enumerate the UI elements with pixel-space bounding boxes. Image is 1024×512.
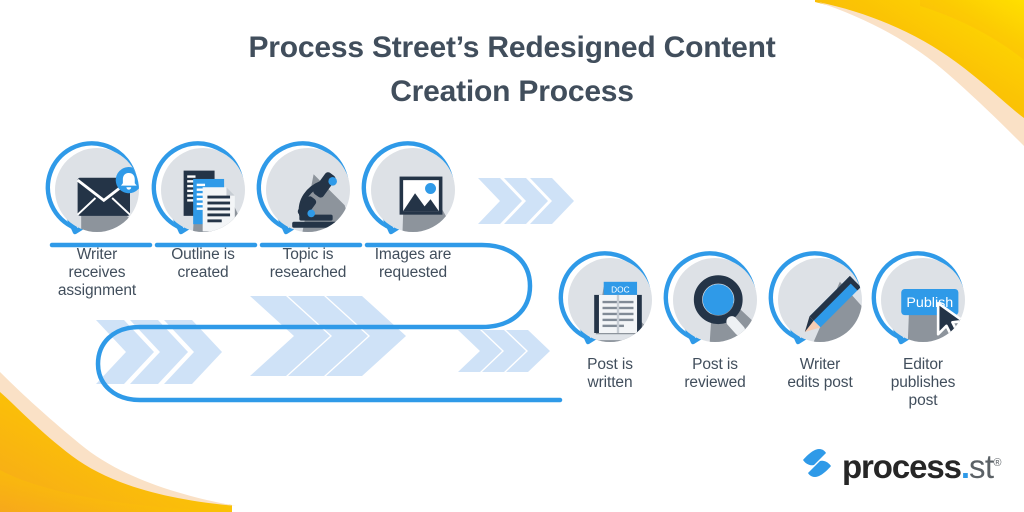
caption-line: receives: [68, 264, 126, 282]
step-images-are-requested[interactable]: Images are requested: [338, 140, 488, 282]
step-post-is-reviewed[interactable]: Post is reviewed: [640, 250, 790, 392]
logo-suffix: st: [968, 448, 994, 485]
step-disc: [161, 148, 245, 232]
chevron-group-band-left: [96, 320, 222, 384]
logo-dot: .: [960, 448, 970, 485]
caption-line: reviewed: [684, 374, 746, 392]
caption-line: Writer: [799, 356, 841, 373]
doc-tag-label: DOC: [611, 285, 630, 295]
step-caption: Writer edits post: [745, 356, 895, 392]
step-caption: Outline is created: [128, 246, 278, 282]
step-writer-receives-assignment[interactable]: Writer receives assignment: [22, 140, 172, 300]
step-ring: [663, 250, 765, 350]
step-caption: Topic is researched: [233, 246, 383, 282]
caption-line: created: [177, 264, 229, 282]
step-writer-edits-post[interactable]: Writer edits post: [745, 250, 895, 392]
caption-line: post: [908, 392, 938, 410]
caption-line: Post is: [692, 356, 738, 373]
step-disc: [55, 148, 139, 232]
step-caption: Writer receives assignment: [22, 246, 172, 300]
envelope-notification-icon: [76, 167, 139, 232]
step-post-is-written[interactable]: DOC Post is written: [535, 250, 685, 392]
stacked-documents-icon: [183, 170, 245, 232]
caption-line: Writer: [76, 246, 118, 263]
caption-line: requested: [378, 264, 448, 282]
step-disc: [778, 258, 862, 342]
title-line-2: Creation Process: [390, 74, 634, 108]
caption-line: edits post: [787, 374, 853, 392]
logo-wordmark: process.st®: [842, 441, 1002, 489]
microscope-icon: [292, 172, 350, 232]
photo-image-icon: [399, 176, 455, 232]
step-ring: DOC: [558, 250, 660, 350]
step-disc: [371, 148, 455, 232]
caption-line: publishes: [890, 374, 956, 392]
magnifying-glass-icon: [693, 275, 757, 342]
caption-line: written: [587, 374, 633, 392]
step-caption: Editor publishes post: [848, 356, 998, 410]
caption-line: Post is: [587, 356, 633, 373]
connector-path: [49, 242, 563, 403]
caption-line: assignment: [57, 282, 137, 300]
step-outline-is-created[interactable]: Outline is created: [128, 140, 278, 282]
step-caption: Images are requested: [338, 246, 488, 282]
document-on-laptop-icon: DOC: [582, 281, 652, 342]
step-disc: DOC: [568, 258, 652, 342]
chevron-decorations: [96, 178, 574, 384]
step-disc: Publish: [881, 258, 965, 342]
step-editor-publishes-post[interactable]: Publish Editor publishes post: [848, 250, 998, 410]
step-caption: Post is reviewed: [640, 356, 790, 392]
step-disc: [673, 258, 757, 342]
process-st-logo[interactable]: process.st®: [800, 441, 1002, 485]
step-ring: [151, 140, 253, 240]
chevron-group-return-band: [250, 296, 406, 376]
publish-button-cursor-icon: Publish: [901, 288, 965, 342]
caption-line: researched: [269, 264, 347, 282]
caption-line: Images are: [374, 246, 452, 263]
chevron-group-row2-lead: [458, 330, 550, 372]
page-title: Process Street’s Redesigned Content Crea…: [0, 26, 1024, 114]
logo-registered-mark: ®: [993, 457, 1001, 469]
process-st-logo-mark-icon: [803, 449, 831, 477]
title-line-1: Process Street’s Redesigned Content: [248, 31, 776, 64]
logo-word: process: [842, 448, 962, 485]
step-ring: [768, 250, 870, 350]
caption-line: Topic is: [282, 246, 334, 263]
caption-line: Outline is: [171, 246, 235, 263]
caption-line: Editor: [903, 356, 943, 373]
step-disc: [266, 148, 350, 232]
step-topic-is-researched[interactable]: Topic is researched: [233, 140, 383, 282]
step-ring: [361, 140, 463, 240]
step-caption: Post is written: [535, 356, 685, 392]
step-ring: [45, 140, 147, 240]
pencil-icon: [804, 276, 862, 342]
step-ring: [256, 140, 358, 240]
step-ring: Publish: [871, 250, 973, 350]
chevron-group-row1-right: [478, 178, 574, 224]
